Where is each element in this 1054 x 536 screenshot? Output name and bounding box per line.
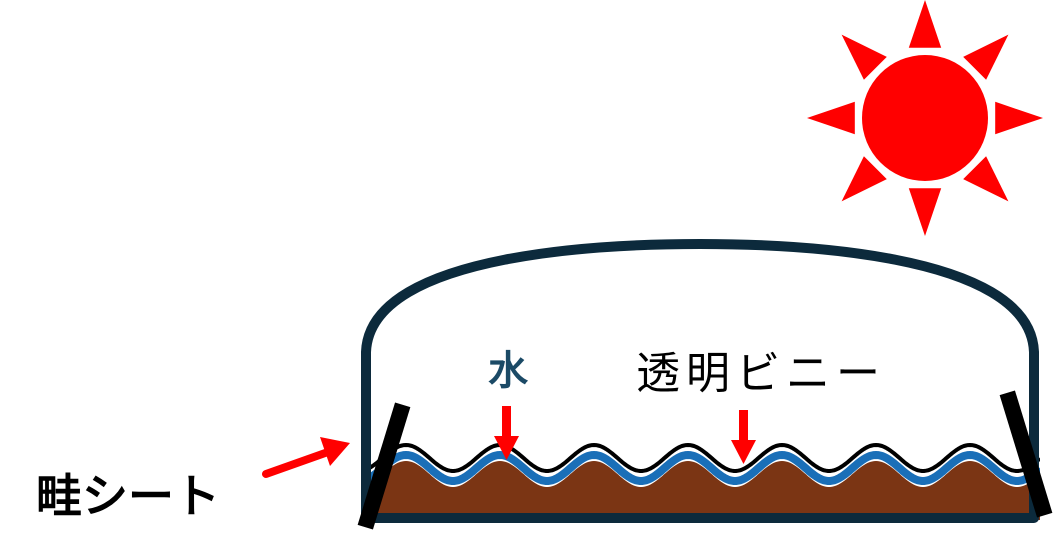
sun-ray xyxy=(807,101,855,135)
sun-ray xyxy=(908,0,942,48)
sun-ray xyxy=(963,34,1009,80)
sun-disc xyxy=(862,55,988,181)
arrow-ridge-sheet xyxy=(262,437,350,478)
ridge-sheet-label: 畦シート xyxy=(36,469,220,523)
water-layer xyxy=(366,451,1040,485)
arrow-vinyl xyxy=(731,410,756,464)
sun-ray xyxy=(963,156,1009,202)
water-label: 水 xyxy=(488,348,529,394)
transparent-vinyl-label: 透明ビニー xyxy=(636,348,886,399)
sun-icon xyxy=(807,0,1043,236)
sun-rays xyxy=(807,0,1043,236)
sun-ray xyxy=(841,156,887,202)
transparent-vinyl-film xyxy=(366,443,1040,473)
tunnel-outline xyxy=(361,239,1039,523)
ridge-sheet-post-left xyxy=(357,402,411,530)
ridge-sheet-post-right xyxy=(999,390,1053,518)
sun-ray xyxy=(995,101,1043,135)
sun-ray xyxy=(841,34,887,80)
soil-layer xyxy=(366,461,1040,520)
sun-ray xyxy=(908,188,942,236)
arrow-water xyxy=(494,406,519,460)
